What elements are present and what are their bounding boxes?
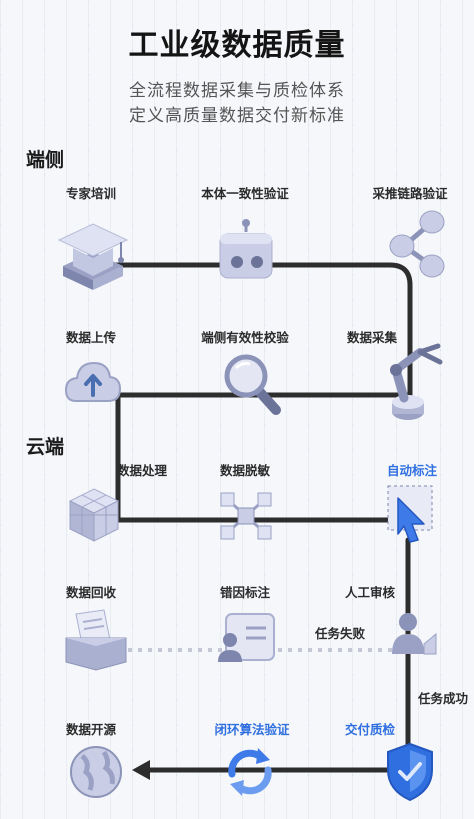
label-error-label: 错因标注 — [219, 585, 271, 600]
shield-check-icon — [387, 742, 433, 802]
label-data-masking: 数据脱敏 — [219, 463, 271, 478]
molecule-icon — [389, 210, 445, 278]
arrow-head — [132, 760, 150, 780]
label-delivery-qc: 交付质检 — [344, 722, 396, 737]
cloud-upload-icon — [64, 361, 122, 402]
page-title: 工业级数据质量 — [128, 28, 346, 63]
label-chain-check: 采推链路验证 — [372, 186, 448, 201]
subtitle-line-1: 全流程数据采集与质检体系 — [129, 81, 345, 101]
label-data-recall: 数据回收 — [65, 585, 117, 600]
label-task-fail: 任务失败 — [314, 626, 366, 641]
label-manual-review: 人工审核 — [344, 585, 396, 600]
label-expert-training: 专家培训 — [65, 186, 117, 201]
section-cloud: 云端 — [26, 436, 65, 458]
section-edge: 端侧 — [26, 149, 65, 171]
graduation-cap-icon — [57, 223, 129, 290]
cycle-arrows-icon — [228, 748, 272, 796]
reviewer-person-icon — [392, 613, 437, 655]
globe-icon — [70, 746, 122, 798]
label-auto-label: 自动标注 — [386, 463, 438, 478]
label-data-processing: 数据处理 — [116, 463, 168, 478]
label-edge-validity: 端侧有效性校验 — [201, 330, 289, 345]
robot-icon — [219, 219, 273, 279]
inbox-icon — [65, 609, 127, 671]
cubes-icon — [68, 488, 120, 542]
label-data-collection: 数据采集 — [346, 330, 398, 345]
magnifier-icon — [224, 354, 281, 415]
network-nodes-icon — [220, 492, 272, 540]
label-data-open: 数据开源 — [65, 722, 117, 737]
label-task-success: 任务成功 — [418, 691, 469, 706]
id-card-icon — [218, 613, 275, 662]
cursor-icon — [387, 485, 433, 543]
label-data-upload: 数据上传 — [65, 330, 117, 345]
label-consistency-check: 本体一致性验证 — [201, 186, 289, 201]
subtitle-line-2: 定义高质量数据交付新标准 — [129, 106, 345, 126]
label-closed-loop: 闭环算法验证 — [214, 722, 290, 737]
robot-arm-icon — [390, 343, 443, 420]
